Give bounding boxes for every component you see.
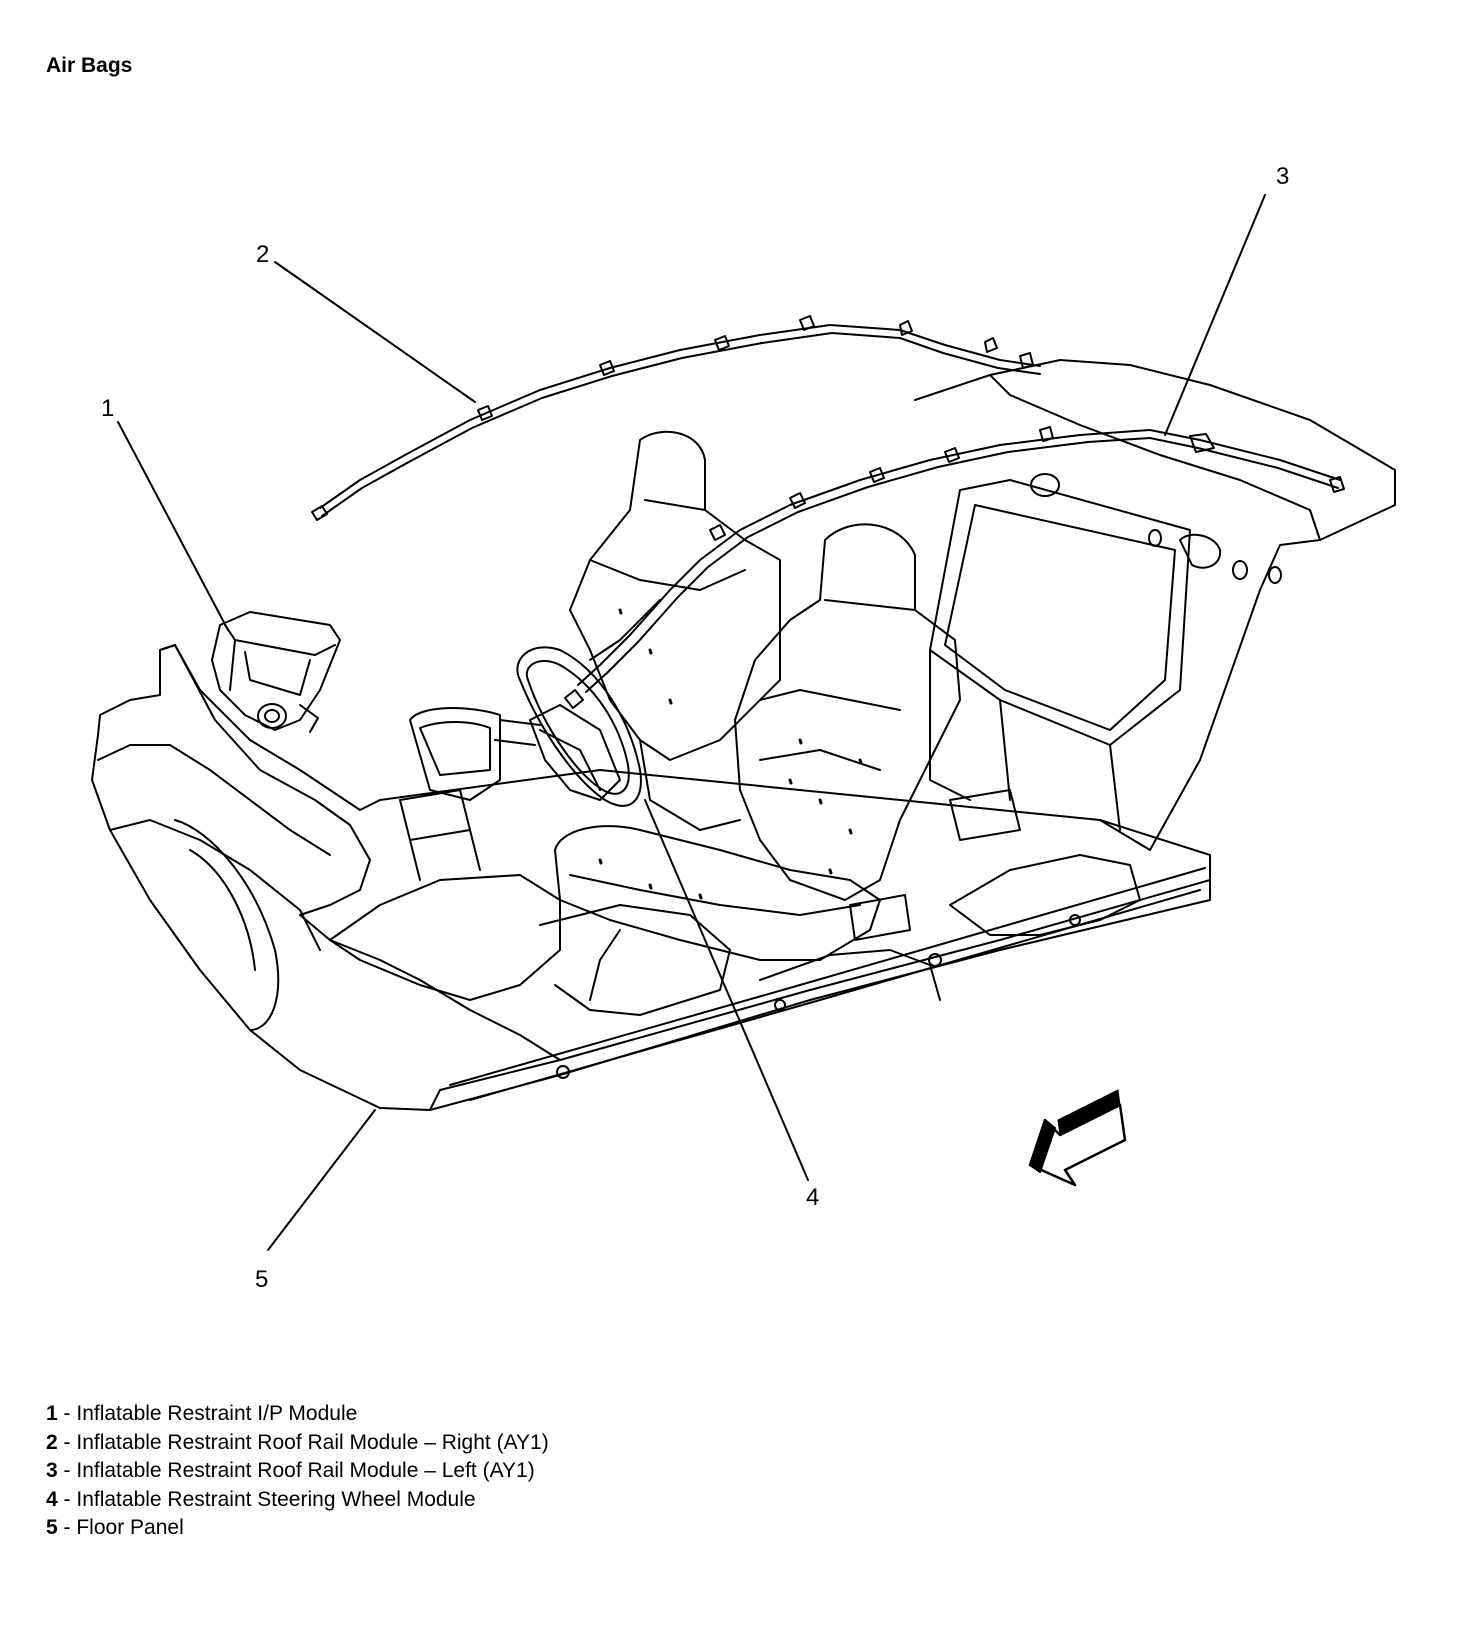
legend-item-separator: - — [57, 1516, 77, 1539]
callout-number-1: 1 — [101, 395, 114, 422]
parts-legend: 1 - Inflatable Restraint I/P Module 2 - … — [46, 1400, 549, 1543]
callout-number-5: 5 — [255, 1266, 268, 1293]
legend-item-number: 5 — [46, 1516, 58, 1539]
legend-item-number: 4 — [46, 1487, 58, 1511]
legend-item: 4 - Inflatable Restraint Steering Wheel … — [46, 1486, 549, 1515]
roof-rail-module-right-illustration — [311, 315, 1041, 521]
page-title: Air Bags — [46, 54, 133, 77]
front-direction-arrow-icon — [1028, 1089, 1127, 1187]
roof-rail-module-left-illustration — [564, 426, 1345, 709]
legend-item-number: 2 — [46, 1430, 58, 1454]
callout-number-3: 3 — [1276, 163, 1289, 190]
callout-numbers: 1 2 3 4 5 — [101, 163, 1289, 1293]
legend-item: 3 - Inflatable Restraint Roof Rail Modul… — [46, 1457, 549, 1486]
legend-item-text: Inflatable Restraint Roof Rail Module – … — [76, 1430, 549, 1454]
callout-leader-lines — [117, 194, 1266, 1251]
legend-item-text: Inflatable Restraint I/P Module — [76, 1402, 358, 1425]
steering-wheel-module-illustration — [409, 646, 642, 807]
rear-bulkhead-illustration — [914, 359, 1396, 851]
callout-number-2: 2 — [256, 241, 269, 268]
legend-item-text: Inflatable Restraint Steering Wheel Modu… — [76, 1487, 476, 1511]
legend-item-number: 1 — [46, 1402, 58, 1425]
leader-line-2 — [274, 261, 476, 403]
ip-module-illustration — [211, 611, 341, 733]
legend-item-separator: - — [57, 1402, 77, 1425]
legend-item-text: Inflatable Restraint Roof Rail Module – … — [76, 1459, 535, 1482]
callout-number-4: 4 — [806, 1184, 819, 1211]
legend-item: 1 - Inflatable Restraint I/P Module — [46, 1400, 549, 1429]
leader-line-4 — [644, 799, 809, 1181]
legend-item: 2 - Inflatable Restraint Roof Rail Modul… — [46, 1429, 549, 1458]
leader-line-3 — [1164, 194, 1266, 436]
legend-item-separator: - — [57, 1459, 77, 1482]
leader-line-1 — [117, 421, 229, 631]
legend-item-separator: - — [57, 1487, 77, 1511]
seat-illustration — [554, 430, 961, 961]
leader-line-5 — [267, 1109, 376, 1251]
legend-item-text: Floor Panel — [76, 1516, 184, 1539]
floor-panel-illustration — [91, 644, 1211, 1111]
legend-item-number: 3 — [46, 1459, 58, 1482]
legend-item-separator: - — [57, 1430, 77, 1454]
legend-item: 5 - Floor Panel — [46, 1514, 549, 1543]
